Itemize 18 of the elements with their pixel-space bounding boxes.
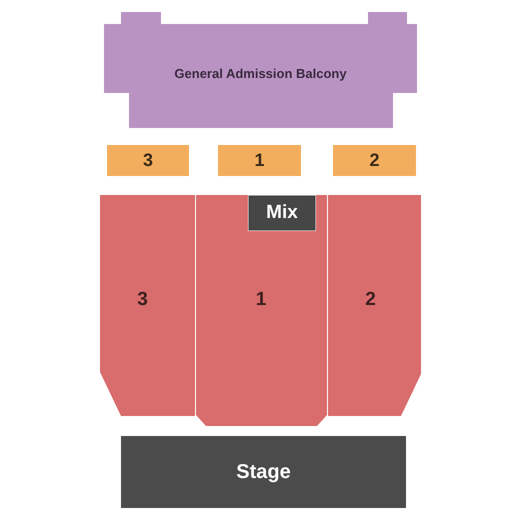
section-label: 2 xyxy=(368,149,380,172)
floor-section xyxy=(196,195,327,426)
balcony-seating-block xyxy=(218,145,301,176)
section-label: 1 xyxy=(253,149,266,172)
balcony-seating-block xyxy=(107,145,189,176)
balcony-section xyxy=(104,12,417,128)
section-label: 2 xyxy=(364,288,377,312)
floor-section xyxy=(100,195,195,416)
section-label: Stage xyxy=(235,460,292,484)
section-label: General Admission Balcony xyxy=(173,64,348,83)
section-label: Mix xyxy=(265,201,299,225)
section-label: 1 xyxy=(254,288,268,312)
mix-position xyxy=(248,195,316,231)
floor-section xyxy=(328,195,421,416)
section-label: 3 xyxy=(136,288,149,312)
stage xyxy=(121,436,406,508)
section-label: 3 xyxy=(142,149,154,172)
balcony-seating-block xyxy=(333,145,416,176)
